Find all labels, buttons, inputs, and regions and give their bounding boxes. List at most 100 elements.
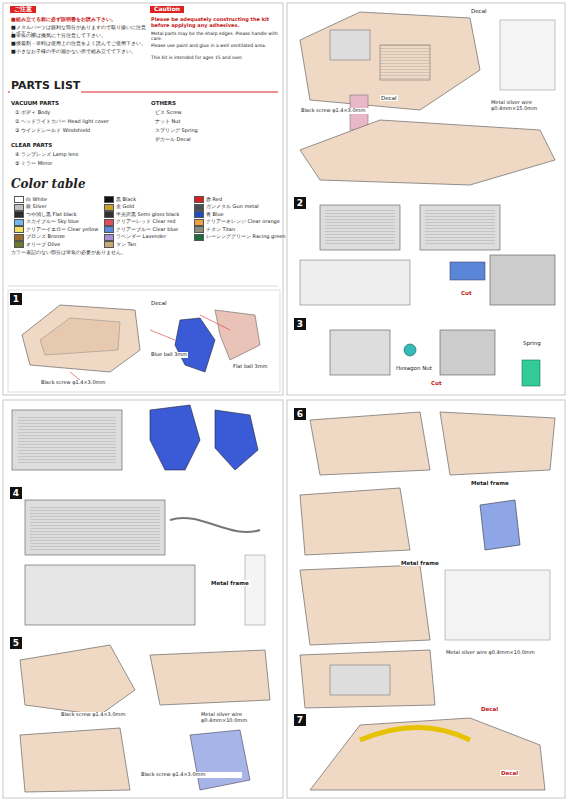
step-number: 7 bbox=[294, 714, 306, 726]
color-swatch bbox=[14, 226, 24, 233]
part-label: ご注意 bbox=[10, 6, 36, 13]
legend-item: スカイブルー Sky blue bbox=[14, 219, 102, 226]
legend-text: ブロンズ Bronze bbox=[26, 234, 65, 240]
color-swatch bbox=[14, 196, 24, 203]
step-number: 4 bbox=[10, 487, 22, 499]
legend-text: スカイブルー Sky blue bbox=[26, 219, 79, 225]
legend-text: レーシンググリーン Racing green bbox=[206, 234, 286, 240]
part-label: Cut bbox=[460, 290, 473, 296]
part-label: Blue ball 3mm bbox=[150, 352, 188, 358]
part-label: ② ヘッドライトカバー Head light cover bbox=[14, 119, 146, 125]
part-label: ■組み立てる前に必ず説明書をお読み下さい。 bbox=[10, 17, 147, 23]
part-label: Metal silver wire φ0.4mm×10.0mm bbox=[200, 712, 272, 724]
part-label: Decal bbox=[380, 95, 398, 101]
part-label: Decal bbox=[470, 8, 488, 14]
step-number-text: 1 bbox=[13, 294, 19, 304]
part-label: Metal frame bbox=[400, 560, 440, 566]
part-label: Black screw φ1.4×3.0mm bbox=[40, 380, 152, 386]
part-label: ③ ウインドシールド Windshield bbox=[14, 128, 146, 134]
color-swatch bbox=[14, 219, 24, 226]
legend-item: 白 White bbox=[14, 196, 102, 203]
legend-text: オリーブ Olive bbox=[26, 242, 60, 248]
part-label: ⑤ ミラー Mirror bbox=[14, 161, 146, 167]
part-label: Spring bbox=[522, 340, 542, 346]
color-swatch bbox=[104, 226, 114, 233]
part-label: Black screw φ1.4×3.0mm bbox=[300, 108, 372, 114]
part-label: Color table bbox=[10, 178, 87, 192]
color-swatch bbox=[194, 211, 204, 218]
step-number-text: 3 bbox=[297, 319, 303, 329]
legend-text: つや消し黒 Flat black bbox=[26, 212, 77, 218]
part-label: Decal bbox=[500, 770, 519, 776]
part-label: ビス Screw bbox=[154, 110, 183, 116]
part-label: ■塗装の際は換気に十分注意して下さい。 bbox=[10, 33, 147, 39]
legend-item: 銀 Silver bbox=[14, 204, 102, 211]
legend-item: オリーブ Olive bbox=[14, 241, 102, 248]
part-label: ナット Nut bbox=[154, 119, 181, 125]
step-number: 1 bbox=[10, 293, 22, 305]
part-label: OTHERS bbox=[150, 100, 177, 106]
legend-item: ガンメタル Gun metal bbox=[194, 204, 282, 211]
color-swatch bbox=[104, 219, 114, 226]
legend-item: 金 Gold bbox=[104, 204, 192, 211]
legend-item: タン Tan bbox=[104, 241, 192, 248]
color-swatch bbox=[194, 219, 204, 226]
legend-text: 金 Gold bbox=[116, 204, 134, 210]
legend-text: ラベンダー Lavender bbox=[116, 234, 166, 240]
color-swatch bbox=[104, 204, 114, 211]
color-swatch bbox=[194, 234, 204, 241]
legend-text: チタン Titan bbox=[206, 227, 235, 233]
legend-text: クリアーイエロー Clear yellow bbox=[26, 227, 98, 233]
part-label: デカール Decal bbox=[154, 137, 192, 143]
part-label: CLEAR PARTS bbox=[10, 142, 53, 148]
color-swatch bbox=[104, 234, 114, 241]
part-label: ■小さなお子様の手の届かない所で組み立てて下さい。 bbox=[10, 49, 147, 55]
part-label: Black screw φ1.4×3.0mm bbox=[60, 712, 162, 718]
part-label: VACUUM PARTS bbox=[10, 100, 60, 106]
color-swatch bbox=[14, 241, 24, 248]
part-label: Flat ball 3mm bbox=[232, 364, 268, 370]
color-swatch bbox=[194, 196, 204, 203]
color-swatch bbox=[194, 226, 204, 233]
legend-item: レーシンググリーン Racing green bbox=[194, 234, 282, 241]
color-swatch bbox=[104, 196, 114, 203]
color-swatch bbox=[104, 211, 114, 218]
step-number-text: 2 bbox=[297, 198, 303, 208]
legend-text: クリアーブルー Clear blue bbox=[116, 227, 178, 233]
step-number-text: 4 bbox=[13, 488, 19, 498]
step-number-text: 7 bbox=[297, 715, 303, 725]
part-label: ① ボディ Body bbox=[14, 110, 146, 116]
legend-item: クリアーオレンジ Clear orange bbox=[194, 219, 282, 226]
legend-item: ブロンズ Bronze bbox=[14, 234, 102, 241]
color-swatch bbox=[14, 204, 24, 211]
legend-text: 黒 Black bbox=[116, 197, 136, 203]
color-swatch bbox=[14, 234, 24, 241]
part-label: Metal frame bbox=[470, 480, 510, 486]
part-label: This kit is intended for ages 15 and ove… bbox=[150, 55, 280, 60]
part-label: Please be adequately constructing the ki… bbox=[150, 17, 280, 29]
color-swatch bbox=[104, 241, 114, 248]
legend-item: クリアーブルー Clear blue bbox=[104, 226, 192, 233]
legend-text: 半光沢黒 Semi gloss black bbox=[116, 212, 179, 218]
part-label: Metal silver wire φ0.4mm×10.0mm bbox=[445, 650, 547, 656]
legend-item: ラベンダー Lavender bbox=[104, 234, 192, 241]
legend-item: 赤 Red bbox=[194, 196, 282, 203]
step-number: 5 bbox=[10, 637, 22, 649]
part-label: Cut bbox=[430, 380, 443, 386]
legend-item: つや消し黒 Flat black bbox=[14, 211, 102, 218]
color-swatch bbox=[14, 211, 24, 218]
legend-text: 白 White bbox=[26, 197, 47, 203]
legend-item: チタン Titan bbox=[194, 226, 282, 233]
legend-text: 銀 Silver bbox=[26, 204, 47, 210]
part-label: Metal frame bbox=[210, 580, 250, 586]
part-label: Caution bbox=[150, 6, 184, 13]
legend-text: クリアーオレンジ Clear orange bbox=[206, 219, 280, 225]
part-label: ④ ランプレンズ Lamp lens bbox=[14, 152, 146, 158]
legend-item: クリアーレッド Clear red bbox=[104, 219, 192, 226]
part-label: Black screw φ1.4×3.0mm bbox=[140, 772, 242, 778]
legend-text: タン Tan bbox=[116, 242, 136, 248]
legend-text: 青 Blue bbox=[206, 212, 224, 218]
step-number-text: 6 bbox=[297, 409, 303, 419]
step-number: 3 bbox=[294, 318, 306, 330]
